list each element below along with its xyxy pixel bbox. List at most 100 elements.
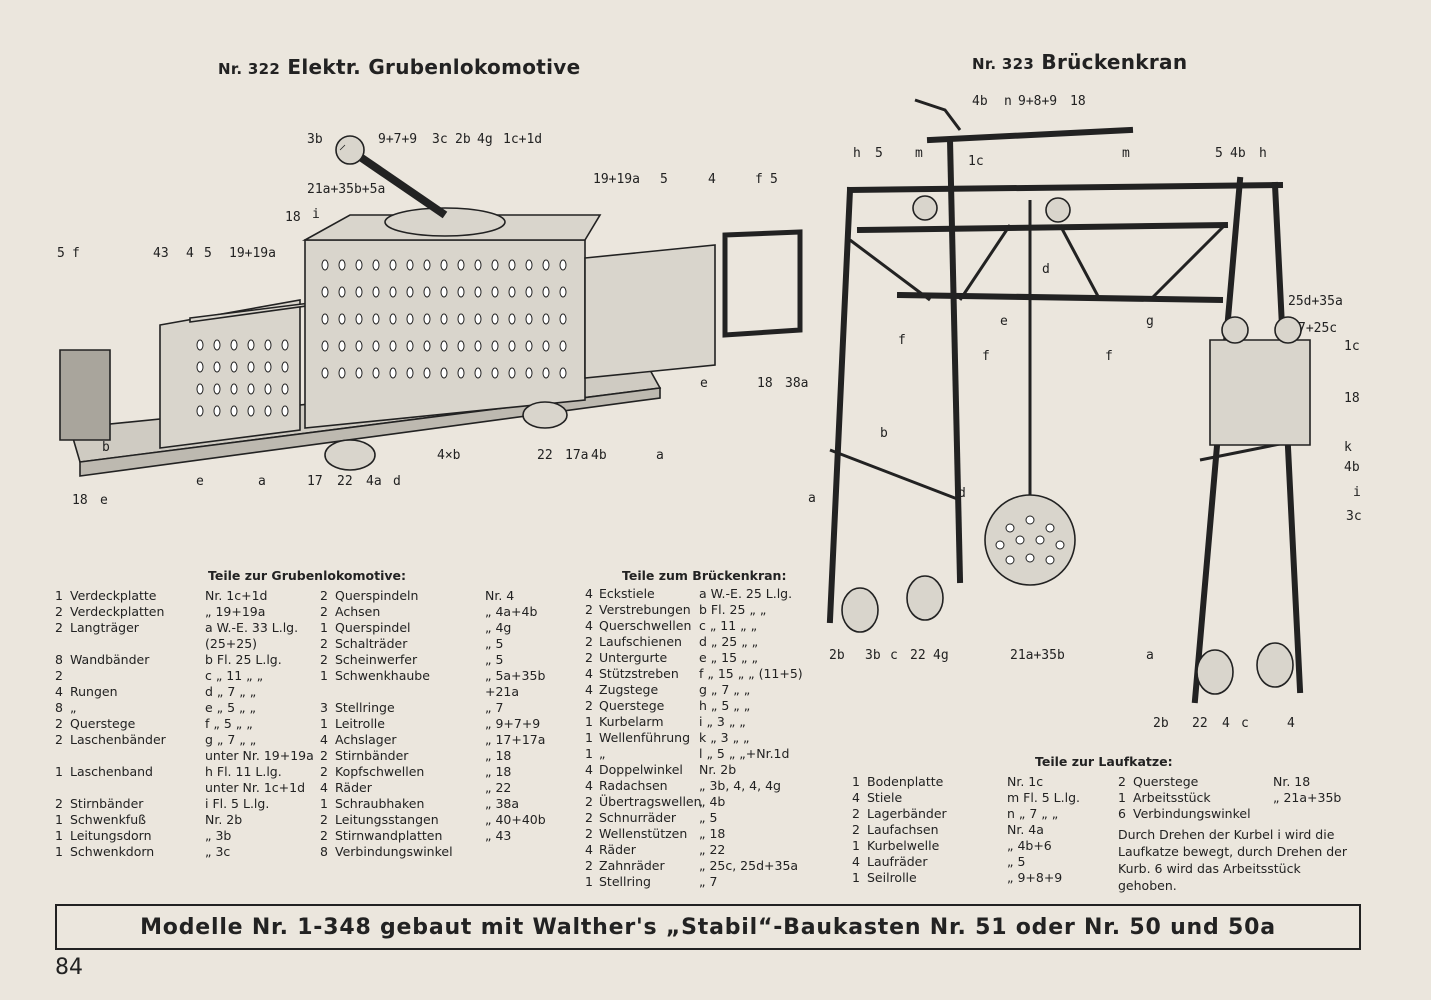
- part-spec: „ 21a+35b: [1273, 790, 1342, 805]
- part-spec: „ 9+8+9: [1007, 870, 1063, 885]
- perforation: [264, 383, 272, 395]
- perforation: [355, 340, 363, 352]
- part-qty: 2: [585, 826, 593, 841]
- crane-label: n: [1004, 94, 1012, 109]
- loco-number: Nr. 322: [218, 60, 281, 78]
- part-spec: „ 3b: [205, 828, 232, 843]
- footer-banner: Modelle Nr. 1-348 gebaut mit Walther's „…: [55, 904, 1361, 950]
- part-spec: „ 40+40b: [485, 812, 546, 827]
- part-spec: a W.-E. 33 L.lg.: [205, 620, 299, 635]
- loco-label: 4a: [366, 474, 382, 489]
- part-qty: 1: [852, 838, 860, 853]
- crane-label: a: [808, 491, 816, 506]
- parts-row: unter Nr. 19+19a: [55, 748, 315, 764]
- perforation: [321, 367, 329, 379]
- part-qty: 1: [585, 746, 593, 761]
- part-spec: „ 5: [485, 652, 504, 667]
- parts-row: 1„l „ 5 „ „+Nr.1d: [585, 746, 839, 762]
- part-qty: 4: [585, 778, 593, 793]
- perforation: [406, 259, 414, 271]
- part-qty: 1: [585, 874, 593, 889]
- part-qty: 1: [852, 774, 860, 789]
- part-spec: f „ 15 „ „ (11+5): [699, 666, 803, 681]
- perforation: [508, 367, 516, 379]
- loco-label: 22: [537, 448, 553, 463]
- part-spec: „ 4a+4b: [485, 604, 538, 619]
- part-name: Räder: [599, 842, 636, 857]
- crane-label: i: [1353, 485, 1361, 500]
- crane-label: 4: [1222, 716, 1230, 731]
- part-spec: h Fl. 11 L.lg.: [205, 764, 282, 779]
- crane-label: 4b: [972, 94, 988, 109]
- perforation: [542, 340, 550, 352]
- part-name: Seilrolle: [867, 870, 917, 885]
- part-qty: 1: [1118, 790, 1126, 805]
- part-qty: 1: [585, 730, 593, 745]
- perforation: [491, 313, 499, 325]
- part-qty: 2: [320, 604, 328, 619]
- part-spec: „ 9+7+9: [485, 716, 541, 731]
- perforation: [406, 286, 414, 298]
- crane-label: 5: [1215, 146, 1223, 161]
- part-spec: (25+25): [205, 636, 258, 651]
- loco-label: e: [100, 493, 108, 508]
- crane-parts-title: Teile zum Brückenkran:: [622, 568, 787, 583]
- perforation: [281, 339, 289, 351]
- part-name: Kurbelwelle: [867, 838, 940, 853]
- perforation: [321, 259, 329, 271]
- loco-label: 3c: [432, 132, 448, 147]
- perforation: [230, 383, 238, 395]
- part-spec: „ 22: [699, 842, 726, 857]
- part-spec: Nr. 2b: [205, 812, 243, 827]
- part-qty: 2: [320, 636, 328, 651]
- crane-number: Nr. 323: [972, 55, 1035, 73]
- perforation: [389, 367, 397, 379]
- perforation: [491, 286, 499, 298]
- part-qty: 2: [55, 604, 63, 619]
- perforation: [264, 361, 272, 373]
- part-name: Kopfschwellen: [335, 764, 425, 779]
- part-qty: 4: [585, 586, 593, 601]
- part-name: Scheinwerfer: [335, 652, 418, 667]
- crane-label: 4: [1287, 716, 1295, 731]
- part-spec: Nr. 2b: [699, 762, 737, 777]
- loco-label: 19+19a: [593, 172, 640, 187]
- loco-label: 38a: [785, 376, 809, 391]
- perforation: [525, 286, 533, 298]
- loco-parts-title: Teile zur Grubenlokomotive:: [208, 568, 407, 583]
- loco-label: 5: [770, 172, 778, 187]
- perforation: [372, 286, 380, 298]
- part-spec: m Fl. 5 L.lg.: [1007, 790, 1081, 805]
- part-spec: „ 4b+6: [1007, 838, 1052, 853]
- crane-label: 1c: [968, 154, 984, 169]
- part-name: Laschenband: [70, 764, 153, 779]
- part-qty: 4: [585, 618, 593, 633]
- loco-label: 22: [337, 474, 353, 489]
- loco-label: a: [258, 474, 266, 489]
- perforation: [474, 367, 482, 379]
- crane-label: d: [958, 486, 966, 501]
- loco-label: e: [700, 376, 708, 391]
- loco-label: 4: [708, 172, 716, 187]
- perforation: [525, 313, 533, 325]
- perforation: [440, 340, 448, 352]
- crane-label: 21a+35b: [1010, 648, 1065, 663]
- loco-label: e: [196, 474, 204, 489]
- part-name: Stellring: [599, 874, 651, 889]
- perforation: [355, 367, 363, 379]
